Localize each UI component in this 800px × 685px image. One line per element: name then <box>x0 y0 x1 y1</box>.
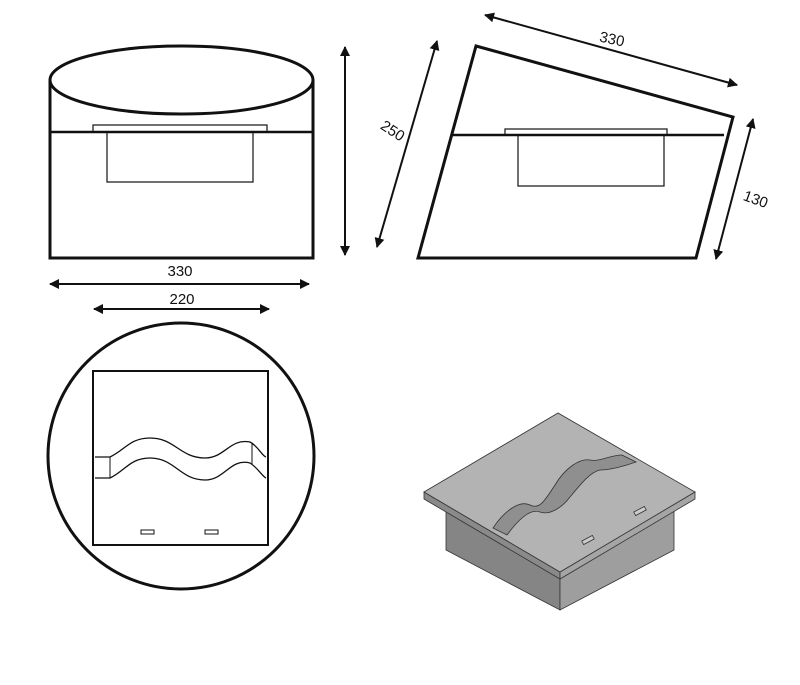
front-view <box>48 44 350 314</box>
isometric-view <box>423 412 696 611</box>
side-back-label: 130 <box>741 188 770 213</box>
wave-cutout-top <box>95 437 267 459</box>
front-insert <box>106 131 254 183</box>
slot-right <box>204 529 219 535</box>
front-top-ellipse <box>48 44 315 116</box>
side-back-arrow <box>713 118 756 260</box>
width-label: 330 <box>167 263 192 280</box>
top-view-plate <box>92 370 269 546</box>
side-top-arrow <box>484 12 738 88</box>
side-body <box>416 44 735 260</box>
wave-opening <box>492 454 638 536</box>
top-view <box>46 321 316 591</box>
iso-slot-left <box>581 534 595 546</box>
iso-slot-right <box>633 505 647 517</box>
front-body <box>48 80 315 260</box>
side-top-label: 330 <box>598 29 626 51</box>
wave-cutout-bottom <box>95 457 267 481</box>
top-view-circle <box>46 321 316 591</box>
side-insert <box>517 134 665 187</box>
side-height-label: 250 <box>377 117 407 145</box>
side-view <box>374 12 756 260</box>
slot-left <box>140 529 155 535</box>
side-height-arrow <box>374 40 440 248</box>
inner-width-label: 220 <box>169 291 194 308</box>
